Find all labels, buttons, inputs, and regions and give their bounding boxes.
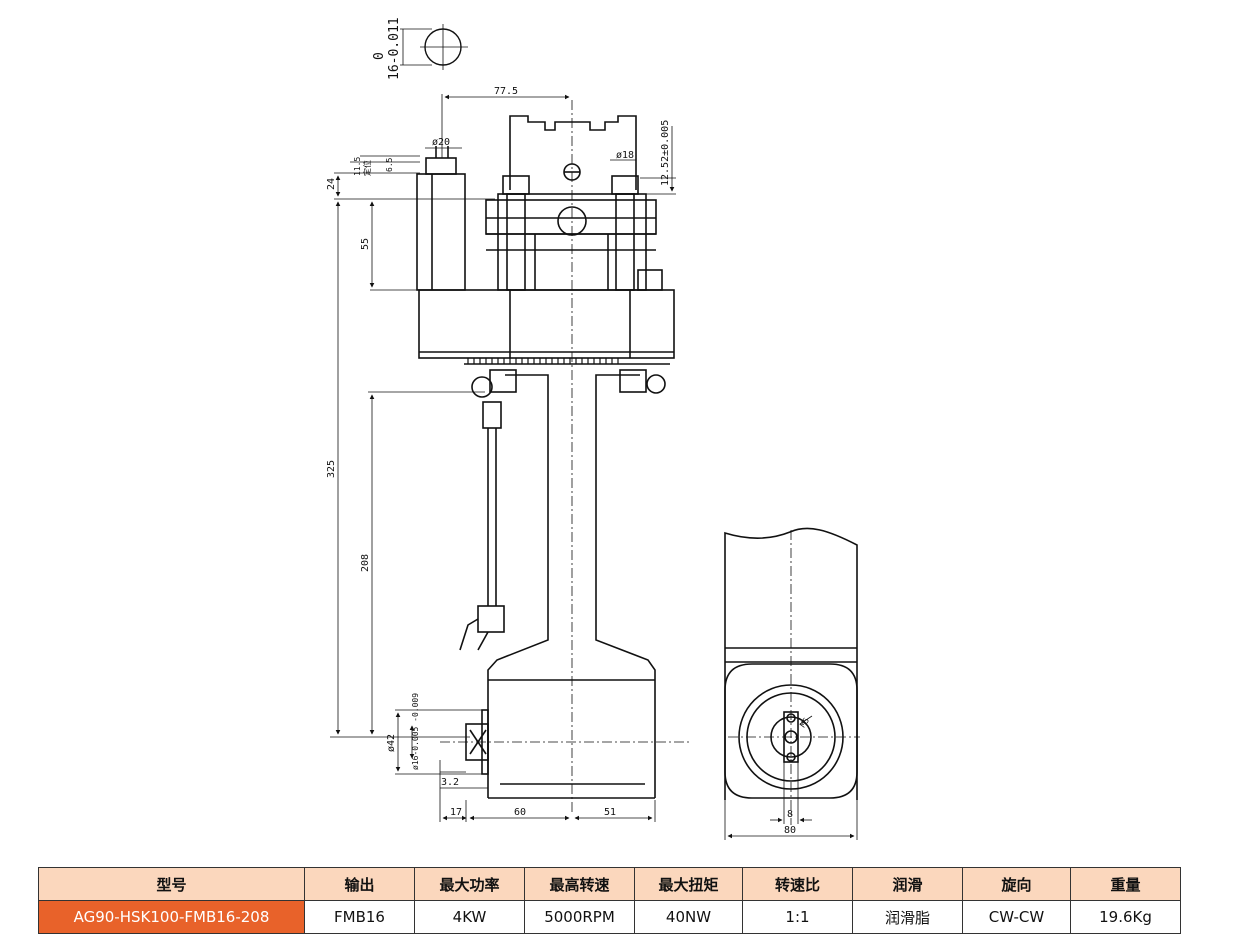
dim-6-5: 6.5 <box>385 157 394 172</box>
dim-80: 80 <box>784 825 796 836</box>
header-max-power: 最大功率 <box>414 867 525 901</box>
header-max-speed: 最高转速 <box>524 867 635 901</box>
technical-drawing: 0 16-0.011 <box>326 17 860 840</box>
dim-phi18: ø18 <box>616 150 634 161</box>
dim-phi16-tolerance: ø16-0.005 -0.009 <box>411 693 420 770</box>
dim-55: 55 <box>360 238 371 250</box>
table-header-row: 型号 输出 最大功率 最高转速 最大扭矩 转速比 润滑 旋向 重量 <box>38 867 1181 901</box>
front-view <box>724 527 858 800</box>
dim-11-5: 11.5 <box>353 157 362 176</box>
dim-phi20: ø20 <box>432 137 450 148</box>
dim-positioning: 定位 <box>362 160 372 176</box>
dim-77-5: 77.5 <box>494 86 518 97</box>
front-view-dimensions <box>724 715 858 840</box>
shank-section-symbol <box>400 24 468 70</box>
dim-8: 8 <box>787 809 793 820</box>
dim-51: 51 <box>604 807 616 818</box>
table-row: AG90-HSK100-FMB16-208 FMB16 4KW 5000RPM … <box>38 900 1181 934</box>
header-output: 输出 <box>304 867 415 901</box>
dim-325: 325 <box>326 460 337 478</box>
cell-max-torque: 40NW <box>634 900 743 934</box>
cell-rotation: CW-CW <box>962 900 1071 934</box>
dim-60: 60 <box>514 807 526 818</box>
dim-12-52: 12.52±0.005 <box>660 120 671 186</box>
dim-208: 208 <box>360 554 371 572</box>
spec-table: 型号 输出 最大功率 最高转速 最大扭矩 转速比 润滑 旋向 重量 AG90-H… <box>38 867 1181 934</box>
cell-max-speed: 5000RPM <box>524 900 635 934</box>
dim-3-2: 3.2 <box>441 777 459 788</box>
cell-output: FMB16 <box>304 900 415 934</box>
shank-tolerance-upper: 0 <box>372 52 387 60</box>
dim-17: 17 <box>450 807 462 818</box>
header-max-torque: 最大扭矩 <box>634 867 743 901</box>
cell-weight: 19.6Kg <box>1070 900 1181 934</box>
cell-model: AG90-HSK100-FMB16-208 <box>38 900 305 934</box>
dimension-lines <box>330 94 676 822</box>
header-weight: 重量 <box>1070 867 1181 901</box>
header-model: 型号 <box>38 867 305 901</box>
cell-max-power: 4KW <box>414 900 525 934</box>
dim-phi42: ø42 <box>386 734 397 752</box>
cell-speed-ratio: 1:1 <box>742 900 853 934</box>
cell-lubrication: 润滑脂 <box>852 900 963 934</box>
center-lines <box>440 100 860 825</box>
header-speed-ratio: 转速比 <box>742 867 853 901</box>
header-lubrication: 润滑 <box>852 867 963 901</box>
side-view <box>416 115 675 799</box>
shank-tolerance-lower: 16-0.011 <box>387 17 402 80</box>
dim-24: 24 <box>326 178 337 190</box>
header-rotation: 旋向 <box>962 867 1071 901</box>
